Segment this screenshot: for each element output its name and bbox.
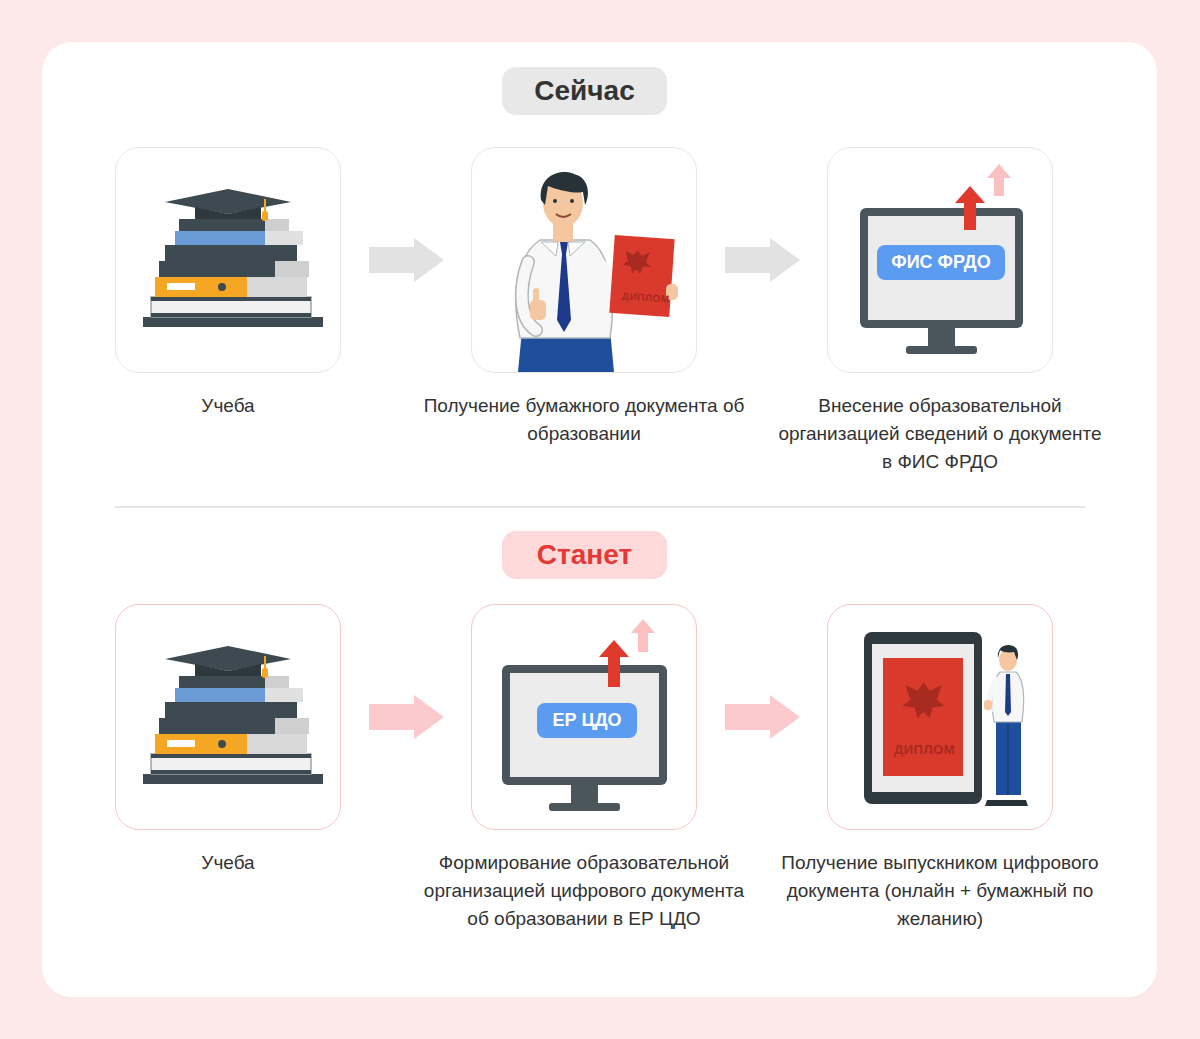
step-card: Получение выпускником цифрового документ… <box>827 604 1053 830</box>
step-caption: Учеба <box>63 392 393 420</box>
step-card: Учеба <box>115 147 341 373</box>
pill-text: ФИС ФРДО <box>881 252 1000 273</box>
flow-arrow <box>369 238 444 282</box>
pill-text: ЕР ЦДО <box>543 710 632 731</box>
flow-arrow <box>369 695 444 739</box>
step-card: Формирование образовательной организацие… <box>471 604 697 830</box>
step-card: Получение бумажного документа об образов… <box>471 147 697 373</box>
system-badge: ЕР ЦДО <box>537 703 637 738</box>
section-header: Станет <box>502 531 667 579</box>
section-header: Сейчас <box>502 67 667 115</box>
pill-text: Сейчас <box>524 75 644 107</box>
step-caption: Получение бумажного документа об образов… <box>419 392 749 448</box>
step-caption: Внесение образовательной организацией св… <box>775 392 1105 476</box>
diploma-label: ДИПЛОМ <box>894 742 955 757</box>
system-badge: ФИС ФРДО <box>877 245 1005 280</box>
diploma-label: ДИПЛОМ <box>622 290 670 304</box>
step-caption: Формирование образовательной организацие… <box>419 849 749 933</box>
step-caption: Учеба <box>63 849 393 877</box>
step-card: Учеба <box>115 604 341 830</box>
step-caption: Получение выпускником цифрового документ… <box>775 849 1105 933</box>
step-card: Внесение образовательной организацией св… <box>827 147 1053 373</box>
flow-arrow <box>725 695 800 739</box>
pill-text: Станет <box>527 539 642 571</box>
flow-arrow <box>725 238 800 282</box>
